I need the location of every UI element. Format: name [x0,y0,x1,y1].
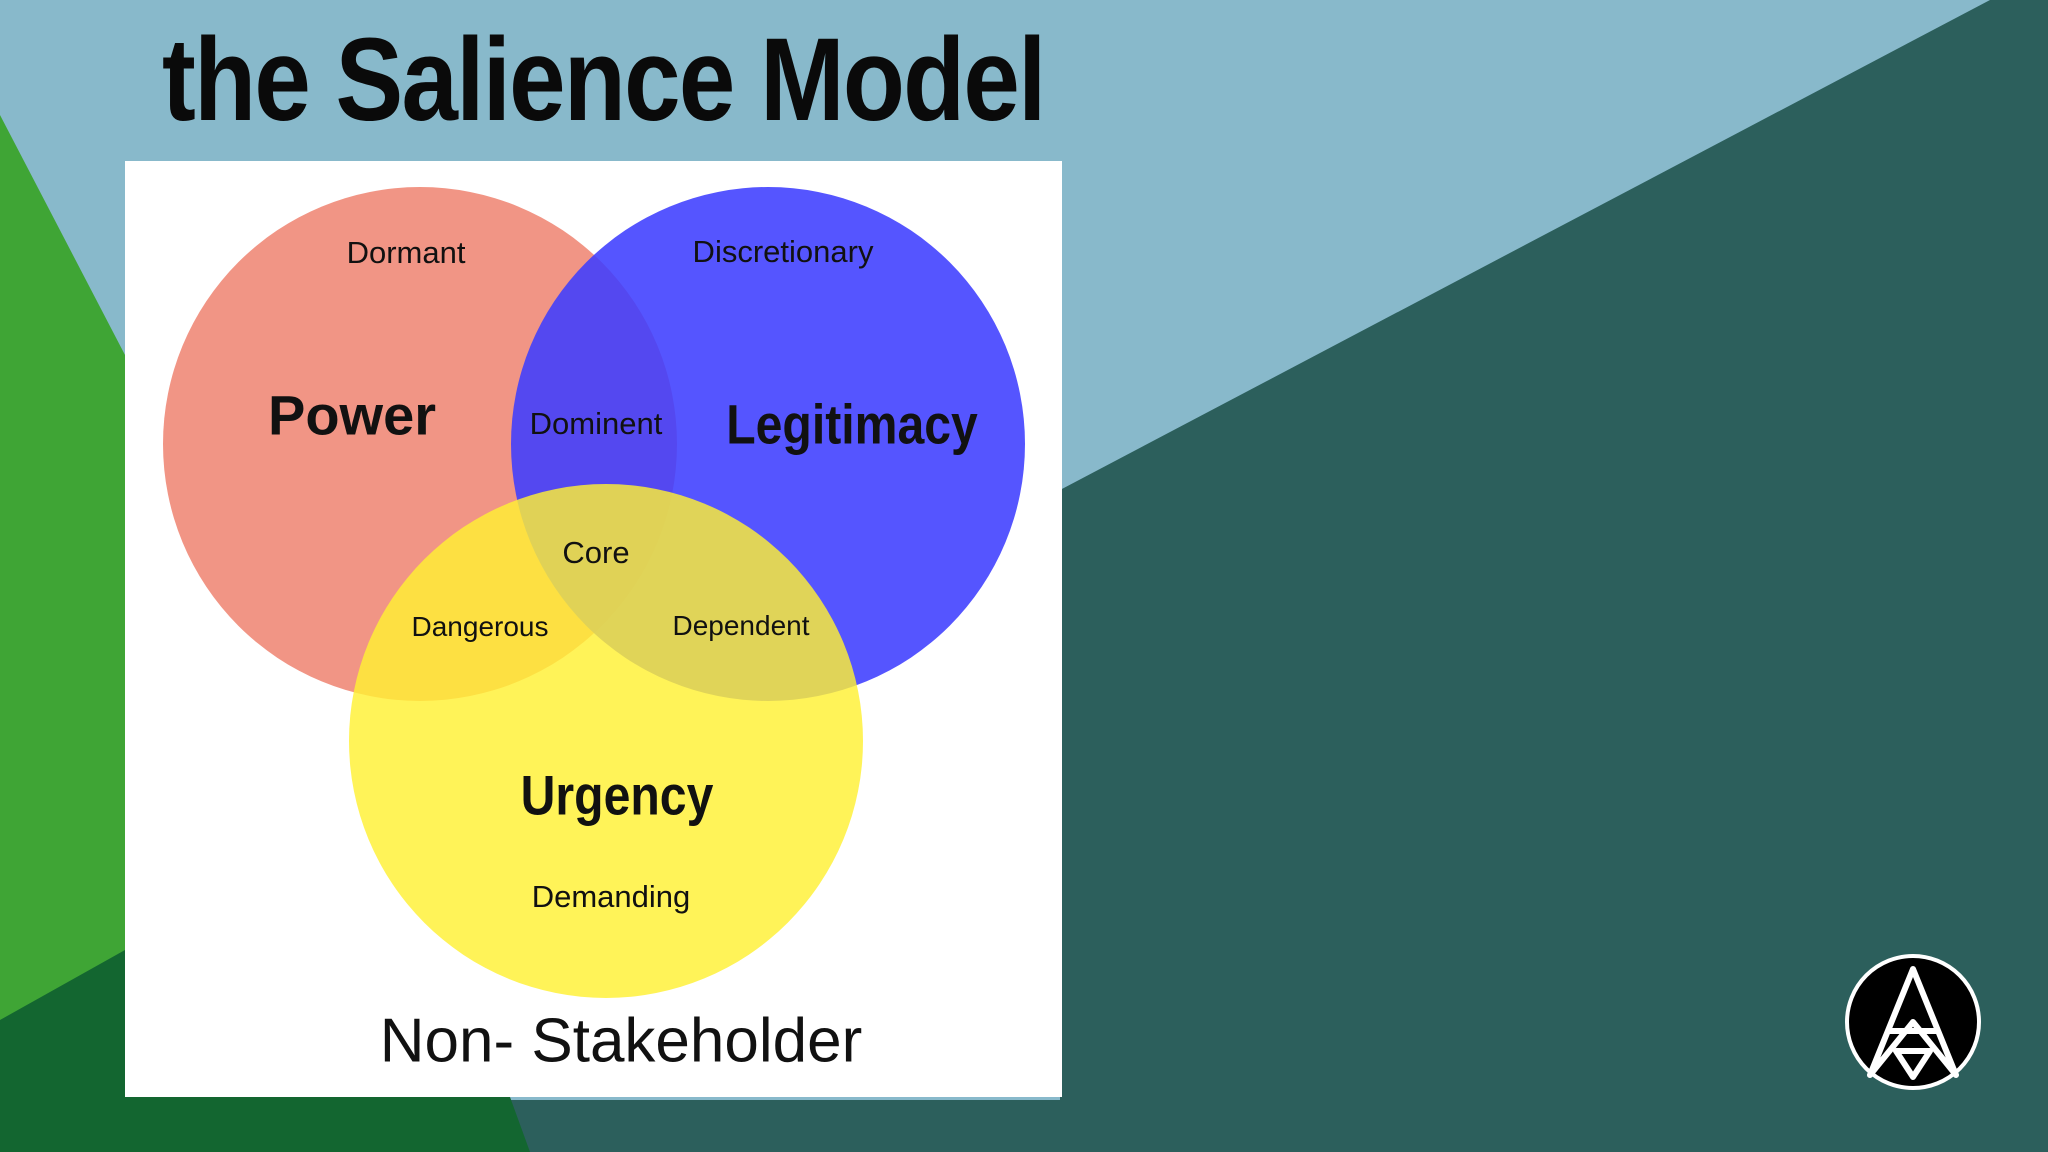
background-dark-teal-bottom [400,1100,2048,1152]
label-dangerous: Dangerous [411,611,549,642]
salience-venn-diagram: Dormant Discretionary Power Dominent Leg… [125,161,1062,1097]
label-dormant: Dormant [346,235,466,270]
label-power: Power [267,383,437,447]
slide-title: the Salience Model [162,14,1046,146]
venn-circles [163,187,1025,998]
background-dark-teal-wedge [1060,0,2048,1152]
label-dominent: Dominent [529,406,663,441]
label-demanding: Demanding [531,879,691,914]
label-core: Core [562,535,630,570]
background-dark-green-shape [0,950,530,1152]
label-dependent: Dependent [672,610,810,641]
urgency-circle [349,484,863,998]
label-non-stakeholder: Non- Stakeholder [379,1006,863,1076]
label-legitimacy: Legitimacy [726,392,978,456]
label-discretionary: Discretionary [692,234,874,269]
background-green-shape [0,115,125,1152]
letter-a-logo-icon [1845,954,1981,1090]
label-urgency: Urgency [520,763,714,827]
